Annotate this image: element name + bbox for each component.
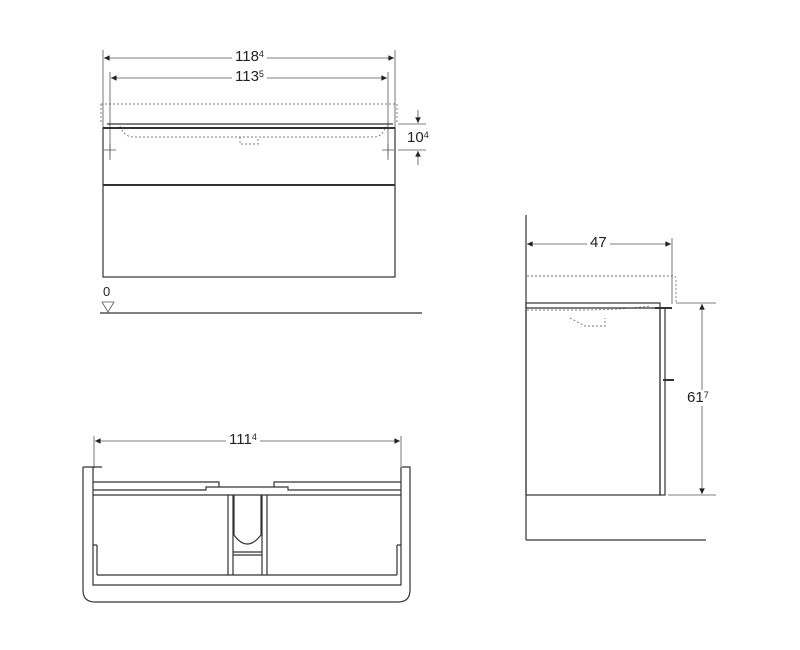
dimension-sup: 4	[423, 130, 429, 140]
dimension-sup: 4	[251, 432, 257, 442]
dimension-value: 61	[687, 389, 704, 406]
side-view	[525, 215, 716, 541]
dimension-sup: 4	[258, 49, 264, 59]
floor-level-icon	[101, 301, 115, 313]
door-panel	[659, 307, 666, 496]
dimension-inner-width: 1114	[226, 432, 260, 448]
dimension-sup: 5	[258, 69, 264, 79]
dimension-height: 617	[684, 390, 712, 406]
dimension-top-offset: 104	[404, 130, 432, 146]
dimension-value: 10	[407, 129, 424, 146]
top-view	[82, 436, 411, 603]
dimension-value: 113	[235, 68, 259, 85]
dimension-depth: 47	[587, 235, 610, 251]
cabinet-front	[102, 127, 396, 278]
cabinet-side	[525, 302, 661, 496]
dimension-value: 111	[229, 431, 252, 448]
dimension-basin-width: 1135	[232, 69, 267, 85]
dimension-value: 47	[590, 234, 607, 251]
floor-level-label: 0	[103, 284, 111, 299]
dimension-value: 118	[235, 48, 259, 65]
dimension-overall-width: 1184	[232, 49, 267, 65]
front-view	[100, 50, 426, 314]
dimension-sup: 7	[703, 390, 709, 400]
